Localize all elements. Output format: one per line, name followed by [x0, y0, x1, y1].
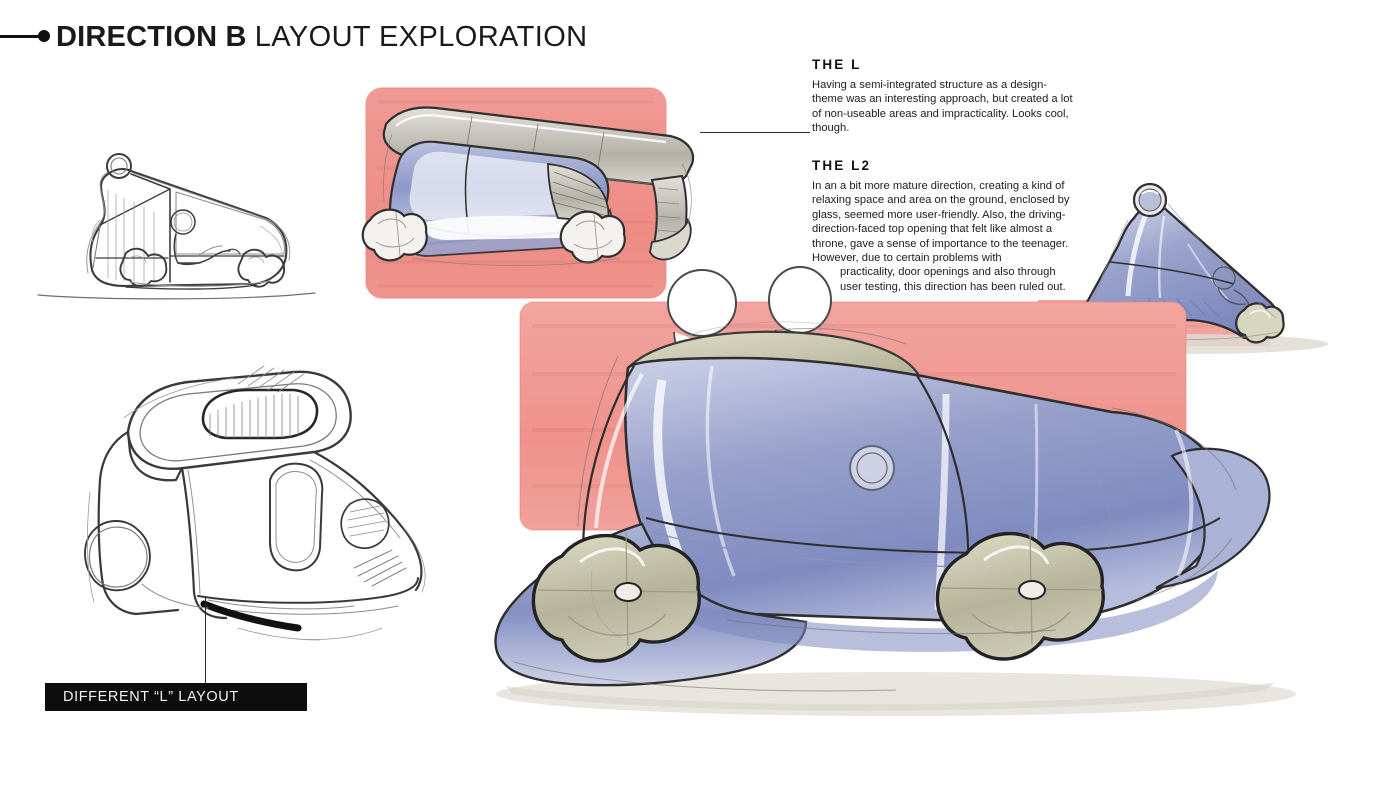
caption-label: DIFFERENT “L” LAYOUT [63, 689, 239, 705]
annotation-the-l2-body: In an a bit more mature direction, creat… [812, 179, 1074, 294]
different-l-layout-sketch-svg [84, 365, 426, 641]
annotation-the-l-body: Having a semi-integrated structure as a … [812, 79, 1073, 135]
side-view-line-sketch [30, 130, 330, 320]
caption-bar: DIFFERENT “L” LAYOUT [45, 683, 307, 711]
page-header: DIRECTION B LAYOUT EXPLORATION [0, 18, 760, 58]
annotation-the-l2-heading: THE L2 [812, 158, 872, 173]
leader-line-the-l [700, 132, 810, 133]
different-l-layout-sketch [58, 352, 448, 652]
annotation-the-l2-body-main: In an a bit more mature direction, creat… [812, 180, 1070, 265]
rear-cap [649, 217, 692, 261]
annotation-the-l2: THE L2 In an a bit more mature direction… [812, 158, 1074, 294]
rear-wheel [559, 210, 626, 264]
roof-pod [1132, 182, 1168, 218]
header-dot-icon [38, 30, 50, 42]
page-title-light: LAYOUT EXPLORATION [254, 21, 588, 53]
the-l-marker-sketch-svg [361, 87, 695, 299]
front-wheel [361, 208, 428, 262]
hero-rear-wheel [935, 529, 1105, 661]
port-detail [849, 445, 895, 491]
the-l-marker-sketch [352, 72, 724, 312]
hero-marker-sketch [476, 266, 1306, 730]
page-title-strong: DIRECTION B [56, 21, 247, 53]
caption-leader-line [205, 598, 206, 683]
annotation-the-l: THE L Having a semi-integrated structure… [812, 57, 1074, 136]
hero-front-wheel [531, 531, 701, 663]
occupant-figures [667, 266, 832, 337]
page-title: DIRECTION B LAYOUT EXPLORATION [56, 18, 588, 56]
hero-marker-sketch-svg [494, 266, 1296, 716]
annotation-the-l-heading: THE L [812, 57, 862, 72]
annotation-the-l2-body-indent: practicality, door openings and also thr… [840, 266, 1066, 293]
side-view-line-sketch-svg [37, 153, 316, 300]
l2-rear-wheel [1235, 302, 1285, 344]
header-rule [0, 35, 42, 38]
